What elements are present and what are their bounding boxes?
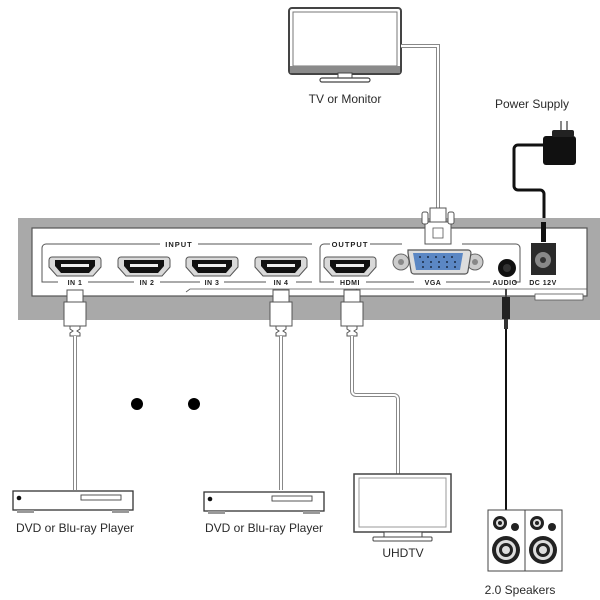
hdmi-plug-in1	[63, 289, 87, 337]
in1-label: IN 1	[68, 280, 83, 287]
dvd-player-right-label: DVD or Blu-ray Player	[205, 521, 323, 535]
vga-plug-icon	[421, 207, 455, 245]
in2-label: IN 2	[140, 280, 155, 287]
hdmi-out-port	[323, 256, 377, 277]
input-group-label: INPUT	[165, 240, 193, 249]
vga-label: VGA	[425, 280, 442, 287]
power-supply-label: Power Supply	[495, 97, 569, 111]
tv-monitor-label: TV or Monitor	[309, 92, 382, 106]
power-cable	[512, 143, 546, 222]
audio-jack	[498, 259, 516, 277]
in3-label: IN 3	[205, 280, 220, 287]
speakers-label: 2.0 Speakers	[485, 583, 556, 597]
dvd-player-left-icon	[12, 490, 134, 514]
hdmi-plug-in4	[269, 289, 293, 337]
hdmi-in2-port	[117, 256, 171, 277]
audio-plug-icon	[502, 289, 510, 329]
uhdtv-label: UHDTV	[382, 546, 423, 560]
output-group-label: OUTPUT	[332, 240, 369, 249]
hdmi-in3-port	[185, 256, 239, 277]
dc-power-port	[531, 243, 556, 275]
speakers-icon	[487, 509, 563, 572]
dvd-player-left-label: DVD or Blu-ray Player	[16, 521, 134, 535]
vga-cable	[401, 44, 440, 210]
dvd-player-right-icon	[203, 491, 325, 515]
hdmi-cable-out	[350, 336, 400, 474]
ellipsis-dot	[131, 398, 143, 410]
ellipsis-dot	[188, 398, 200, 410]
power-adapter-icon	[543, 121, 576, 165]
hdmi-in1-port	[48, 256, 102, 277]
uhdtv-icon	[353, 473, 452, 542]
audio-label: AUDIO	[492, 280, 517, 287]
in4-label: IN 4	[274, 280, 289, 287]
hdmi-in4-port	[254, 256, 308, 277]
hdmi-out-label: HDMI	[340, 280, 360, 287]
dc-label: DC 12V	[529, 280, 557, 287]
vga-port	[392, 249, 484, 275]
hdmi-plug-out	[340, 289, 364, 337]
tv-monitor-icon	[288, 7, 402, 83]
